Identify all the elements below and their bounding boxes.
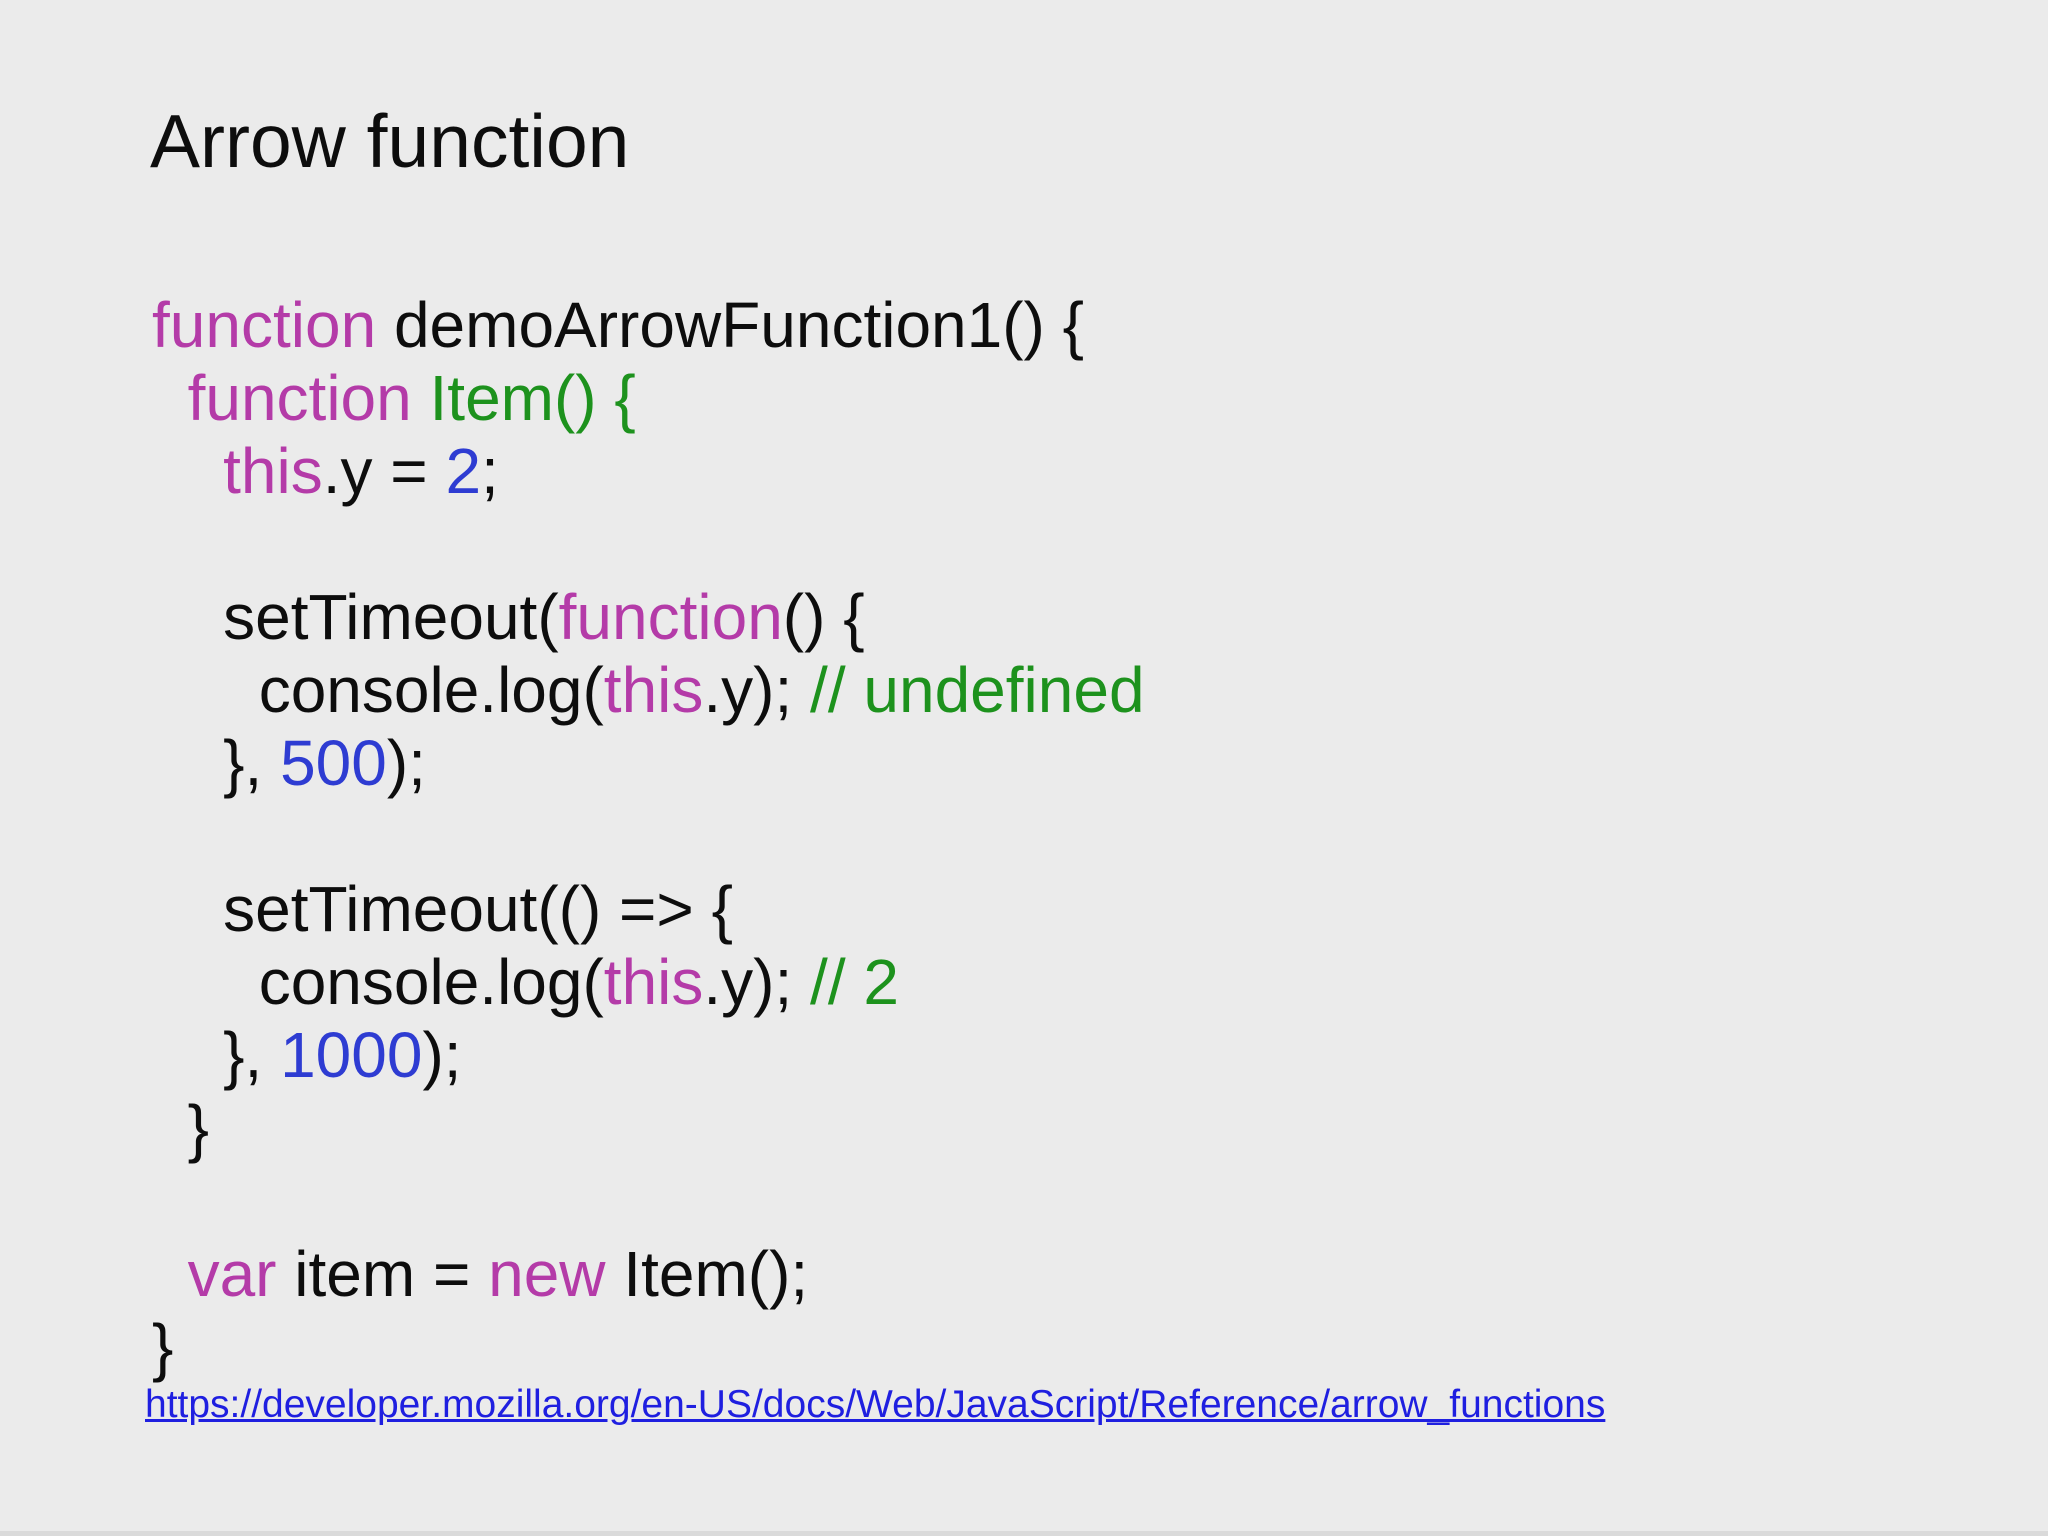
code-line: function Item() { (152, 362, 1145, 435)
bottom-edge (0, 1531, 2048, 1536)
code-token: }, (152, 1019, 281, 1091)
code-line: console.log(this.y); // undefined (152, 654, 1145, 727)
code-line (152, 1165, 1145, 1238)
code-block: function demoArrowFunction1() { function… (152, 289, 1145, 1384)
code-token: function (152, 289, 377, 361)
code-token: .y = (322, 435, 446, 507)
code-token (152, 1238, 188, 1310)
code-token: } (152, 1311, 174, 1383)
code-token: function (187, 362, 412, 434)
code-token: Item() { (429, 362, 636, 434)
code-token (152, 362, 188, 434)
code-line: }, 500); (152, 727, 1145, 800)
code-token: var (187, 1238, 277, 1310)
code-line: var item = new Item(); (152, 1238, 1145, 1311)
code-line: }, 1000); (152, 1019, 1145, 1092)
code-token: .y); (703, 946, 811, 1018)
code-line: function demoArrowFunction1() { (152, 289, 1145, 362)
code-token: console.log( (152, 946, 604, 1018)
code-token: ); (422, 1019, 462, 1091)
code-token: setTimeout(() => { (152, 873, 733, 945)
code-line: } (152, 1311, 1145, 1384)
code-token: ; (481, 435, 499, 507)
code-token: }, (152, 727, 281, 799)
code-token: // undefined (810, 654, 1145, 726)
code-line: setTimeout(function() { (152, 581, 1145, 654)
code-token: item = (276, 1238, 489, 1310)
code-token: 1000 (280, 1019, 423, 1091)
code-line: this.y = 2; (152, 435, 1145, 508)
code-token: this (603, 654, 704, 726)
code-token (412, 362, 430, 434)
code-token: new (488, 1238, 606, 1310)
code-line (152, 508, 1145, 581)
code-token: ); (386, 727, 426, 799)
code-token: Item(); (605, 1238, 809, 1310)
code-line: setTimeout(() => { (152, 873, 1145, 946)
code-token: console.log( (152, 654, 604, 726)
code-line: console.log(this.y); // 2 (152, 946, 1145, 1019)
code-token: 2 (445, 435, 482, 507)
code-token: 500 (280, 727, 387, 799)
code-token (152, 435, 223, 507)
code-token: } (152, 1092, 209, 1164)
code-token: this (223, 435, 323, 507)
code-token: () { (782, 581, 865, 653)
code-token: this (603, 946, 704, 1018)
page-title: Arrow function (150, 99, 630, 183)
mdn-link[interactable]: https://developer.mozilla.org/en-US/docs… (145, 1383, 1606, 1426)
code-token: .y); (703, 654, 811, 726)
code-token: demoArrowFunction1() { (376, 289, 1084, 361)
code-token: function (558, 581, 783, 653)
code-line (152, 800, 1145, 873)
code-line: } (152, 1092, 1145, 1165)
code-token: // 2 (810, 946, 899, 1018)
code-token: setTimeout( (152, 581, 559, 653)
